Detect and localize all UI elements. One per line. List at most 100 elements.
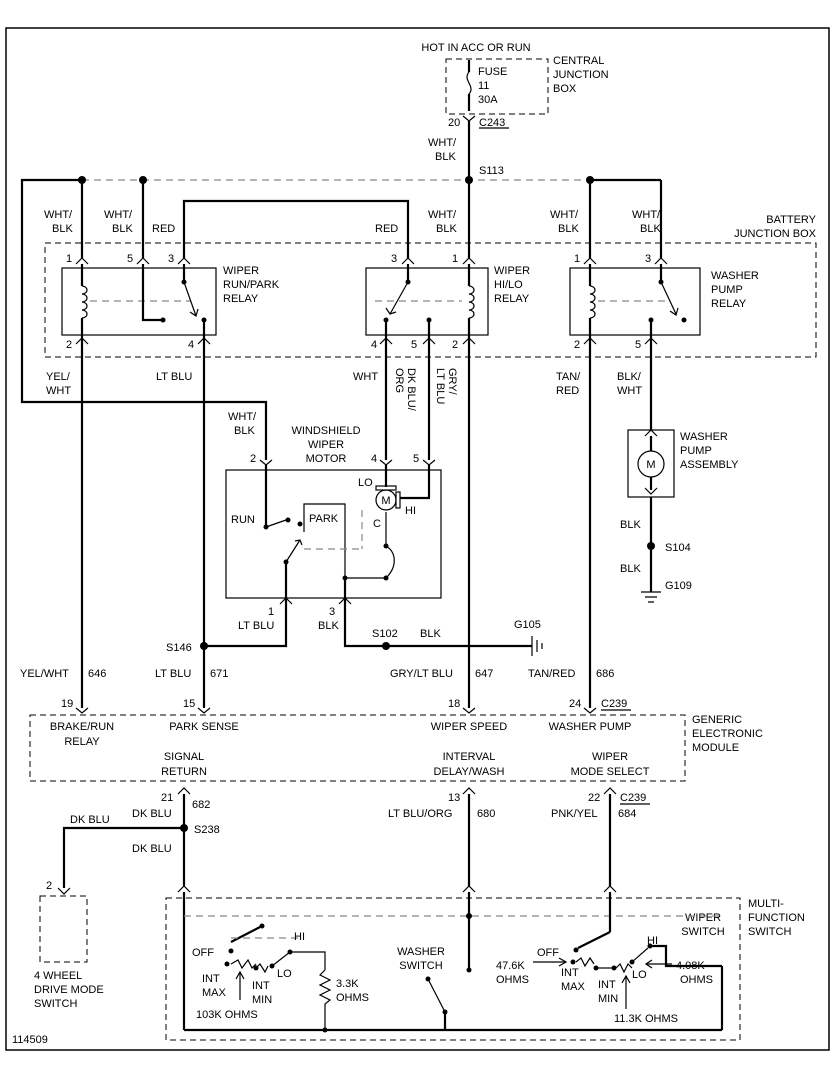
cjb-label-2: JUNCTION xyxy=(553,69,609,81)
wp-out-2a: TAN/ xyxy=(556,371,581,383)
s104-label: S104 xyxy=(665,542,691,554)
rp-out-2b: WHT xyxy=(46,385,71,397)
left-int-min-2: MIN xyxy=(252,994,272,1006)
hl-out-5b: ORG xyxy=(393,368,405,393)
hl-out-2a: GRY/ xyxy=(446,368,458,396)
rp-wire-1b: BLK xyxy=(52,223,73,235)
wp-wire-1b: BLK xyxy=(558,223,579,235)
left-3-3k-2: OHMS xyxy=(336,992,369,1004)
motor-pin-3: 3 xyxy=(329,606,335,618)
circuit-646-number: 646 xyxy=(88,668,106,680)
motor-housing xyxy=(225,469,442,599)
washer-switch-2: SWITCH xyxy=(399,960,442,972)
wp-name-2: PUMP xyxy=(711,284,743,296)
hl-wire-3: RED xyxy=(375,223,398,235)
gem-signal-return-2: RETURN xyxy=(161,766,207,778)
right-4-08k-2: OHMS xyxy=(680,974,713,986)
windshield-wiper-motor: WINDSHIELD WIPER MOTOR WHT/ BLK 2 4 5 RU… xyxy=(204,411,532,648)
gem-input-circuits: YEL/WHT 646 LT BLU 671 GRY/LT BLU 647 TA… xyxy=(20,668,614,680)
rp-pin-5: 5 xyxy=(127,253,133,265)
mfs-name-2: FUNCTION xyxy=(748,912,805,924)
gem-c239-bottom: C239 xyxy=(620,792,646,804)
gem-signal-return-1: SIGNAL xyxy=(164,751,204,763)
hl-name-1: WIPER xyxy=(494,265,530,277)
generic-electronic-module: GENERIC ELECTRONIC MODULE 19 15 18 24 C2… xyxy=(29,698,763,805)
motor-name-3: MOTOR xyxy=(306,453,347,465)
g109-ground-icon xyxy=(641,591,661,603)
wiper-hi-lo-relay: RED WHT/ BLK 3 1 4 5 2 WIPER HI/LO RELAY… xyxy=(353,180,530,412)
right-47k-2: OHMS xyxy=(496,974,529,986)
hl-pin-1: 1 xyxy=(452,253,458,265)
four-wheel-drive-mode-switch: 4 WHEEL DRIVE MODE SWITCH xyxy=(34,895,104,1010)
right-lo-label: LO xyxy=(632,969,647,981)
rp-wire-3: RED xyxy=(152,223,175,235)
cjb-label-1: CENTRAL xyxy=(553,55,604,67)
circuit-682-name: DK BLU xyxy=(132,808,172,820)
gem-wiper-speed: WIPER SPEED xyxy=(431,721,507,733)
mfs-name-3: SWITCH xyxy=(748,926,791,938)
washer-pump-assembly: M WASHER PUMP ASSEMBLY BLK S104 BLK G109 xyxy=(620,429,739,603)
gem-pin-19: 19 xyxy=(61,698,73,710)
wp-wire-3b: BLK xyxy=(640,223,661,235)
gem-pin-24: 24 xyxy=(569,698,581,710)
wp-out-2b: RED xyxy=(556,385,579,397)
feed-wire-label-1: WHT/ xyxy=(428,137,457,149)
power-source-label: HOT IN ACC OR RUN xyxy=(421,42,530,54)
rp-wire-1a: WHT/ xyxy=(44,209,73,221)
right-int-max-2: MAX xyxy=(561,981,586,993)
central-junction-box xyxy=(445,58,549,115)
rp-name-3: RELAY xyxy=(223,293,259,305)
motor-out-3: BLK xyxy=(318,620,339,632)
ground-wire-label: BLK xyxy=(420,628,441,640)
motor-hi-label: HI xyxy=(405,505,416,517)
rp-name-1: WIPER xyxy=(223,265,259,277)
wp-name-3: RELAY xyxy=(711,298,747,310)
gem-name-2: ELECTRONIC xyxy=(692,728,763,740)
right-off-label: OFF xyxy=(537,947,559,959)
feed-wire-label-2: BLK xyxy=(435,151,456,163)
pump-name-2: PUMP xyxy=(680,445,712,457)
motor-out-1: LT BLU xyxy=(238,620,274,632)
multi-function-switch: MULTI- FUNCTION SWITCH WIPER SWITCH OFF … xyxy=(165,885,805,1041)
hl-pin-2: 2 xyxy=(452,339,458,351)
gem-mode-1: WIPER xyxy=(592,751,628,763)
rp-pin-4: 4 xyxy=(188,339,194,351)
left-int-max-2: MAX xyxy=(202,987,227,999)
gem-park-sense: PARK SENSE xyxy=(169,721,239,733)
hl-pin-4: 4 xyxy=(371,339,377,351)
wp-relay-box xyxy=(569,267,701,336)
s102-label: S102 xyxy=(372,628,398,640)
wiper-run-park-relay: WHT/ BLK WHT/ BLK RED 1 5 3 2 4 WIPER RU… xyxy=(44,180,410,397)
circuit-684-name: PNK/YEL xyxy=(551,808,597,820)
motor-pin-1: 1 xyxy=(268,606,274,618)
gem-name-1: GENERIC xyxy=(692,714,742,726)
motor-lo-label: LO xyxy=(358,477,373,489)
gem-brake-run-1: BRAKE/RUN xyxy=(50,721,114,733)
left-off-label: OFF xyxy=(192,947,214,959)
pump-wire-2: BLK xyxy=(620,563,641,575)
right-int-min-2: MIN xyxy=(598,993,618,1005)
circuit-671-name: LT BLU xyxy=(155,668,191,680)
rp-relay-box xyxy=(61,267,217,336)
motor-feed-1: WHT/ xyxy=(228,411,257,423)
fuse-label: FUSE xyxy=(478,66,507,78)
gem-interval-2: DELAY/WASH xyxy=(434,766,505,778)
fuse-11-symbol xyxy=(466,71,472,95)
hl-out-2b: LT BLU xyxy=(434,368,446,404)
motor-park-label: PARK xyxy=(309,513,339,525)
wp-pin-5: 5 xyxy=(635,339,641,351)
gem-washer-pump: WASHER PUMP xyxy=(549,721,632,733)
wp-out-5b: WHT xyxy=(617,385,642,397)
right-int-min-1: INT xyxy=(598,979,616,991)
gem-output-circuits: DK BLU 682 LT BLU/ORG 680 PNK/YEL 684 S2… xyxy=(46,794,636,895)
wiper-switch-2: SWITCH xyxy=(681,926,724,938)
figure-id: 114509 xyxy=(12,1034,48,1046)
c243-pin: 20 xyxy=(448,117,460,129)
gem-name-3: MODULE xyxy=(692,742,739,754)
rp-wire-5a: WHT/ xyxy=(104,209,133,221)
circuit-682-number: 682 xyxy=(192,799,210,811)
left-3-3k-1: 3.3K xyxy=(336,978,359,990)
hl-out-4: WHT xyxy=(353,371,378,383)
g105-ground-icon xyxy=(531,636,543,656)
